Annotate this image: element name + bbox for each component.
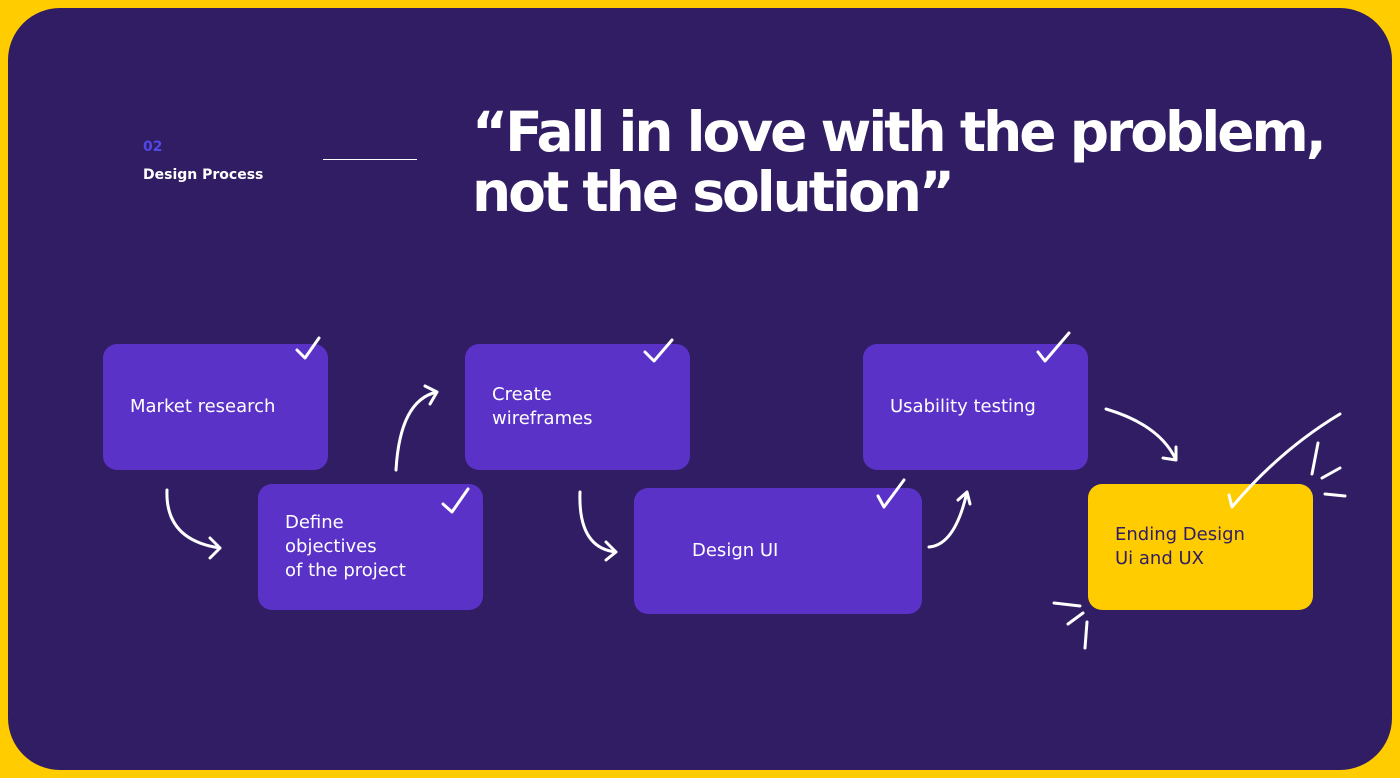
- step-label: Design UI: [692, 540, 779, 561]
- step-ending-design: Ending Design Ui and UX: [1088, 484, 1313, 610]
- divider: [323, 159, 417, 160]
- step-market-research: Market research: [103, 344, 328, 470]
- section-number: 02: [143, 139, 163, 155]
- section-title: Design Process: [143, 167, 264, 183]
- step-label: Ending Design Ui and UX: [1115, 524, 1245, 569]
- step-label: Create wireframes: [492, 384, 593, 429]
- step-label: Usability testing: [890, 396, 1036, 417]
- step-usability-testing: Usability testing: [863, 344, 1088, 470]
- step-label: Market research: [130, 396, 276, 417]
- step-define-objectives: Define objectives of the project: [258, 484, 483, 610]
- step-label: Define objectives of the project: [285, 512, 406, 581]
- step-create-wireframes: Create wireframes: [465, 344, 690, 470]
- quote-heading: “Fall in love with the problem, not the …: [472, 100, 1327, 224]
- step-design-ui: Design UI: [634, 488, 922, 614]
